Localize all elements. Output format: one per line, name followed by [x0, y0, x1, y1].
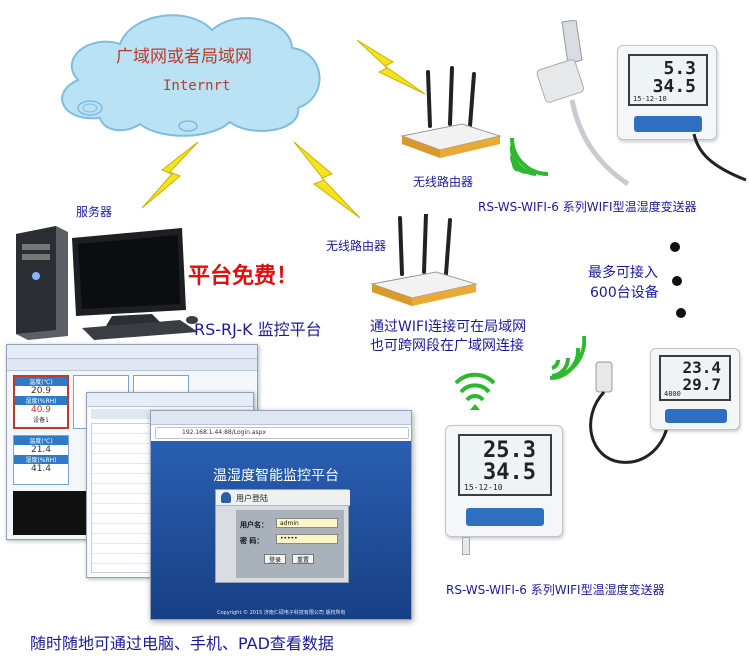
wifi-note-line2: 也可跨网段在广域网连接: [370, 338, 524, 354]
reading-label: 湿度(%RH): [14, 455, 68, 464]
window-titlebar: [7, 345, 257, 359]
device-top: 5.3 34.5 15-12-10: [617, 45, 717, 140]
humidity-value: 29.7: [682, 375, 721, 394]
probe-sensor: [536, 20, 630, 187]
login-footer: Copyright © 2015 济南仁硕电子科技有限公司 版权所有: [217, 610, 346, 616]
max-devices-line1: 最多可接入: [588, 265, 658, 281]
url-text: 192.168.1.44:88/Login.aspx: [182, 429, 267, 436]
device-bottom-caption: RS-WS-WIFI-6 系列WIFI型温湿度变送器: [446, 583, 665, 597]
login-form: 用户名： admin 密 码： ••••• 登录 重置: [236, 510, 344, 578]
router-mid: [370, 214, 478, 306]
ellipsis-dot: [676, 308, 686, 318]
platform-free-label: 平台免费！: [188, 264, 299, 289]
address-bar[interactable]: 192.168.1.44:88/Login.aspx: [155, 427, 409, 439]
reading-card: 温度(℃) 20.9 湿度(%RH) 40.9 设备1: [13, 375, 69, 429]
login-panel-header: 用户登陆: [216, 490, 350, 506]
reading-value: 21.4: [30, 445, 52, 455]
cloud-subtitle: Internrt: [163, 78, 231, 94]
device-cable: [692, 133, 747, 182]
login-panel: 用户登陆 用户名： admin 密 码： ••••• 登录 重置: [215, 489, 350, 583]
password-label: 密 码：: [240, 537, 264, 545]
reading-label: 湿度(%RH): [15, 396, 67, 405]
reading-value: 41.4: [30, 464, 52, 474]
wifi-icon: [509, 137, 549, 176]
login-panel-title: 用户登陆: [236, 494, 268, 503]
ellipsis-dot: [672, 276, 682, 286]
browser-titlebar: [151, 411, 411, 425]
cloud: [61, 14, 321, 137]
humidity-value: 34.5: [652, 76, 696, 97]
username-value: admin: [280, 520, 299, 527]
temp-value: 23.4: [682, 358, 721, 377]
user-icon: [221, 492, 231, 503]
date-value: 15-12-10: [464, 483, 503, 492]
cloud-title: 广域网或者局域网: [116, 47, 252, 67]
password-value: •••••: [280, 535, 298, 542]
login-browser-window[interactable]: 192.168.1.44:88/Login.aspx 温湿度智能监控平台 用户登…: [150, 410, 412, 620]
chart-panel: [13, 491, 93, 535]
bottom-caption: 随时随地可通过电脑、手机、PAD查看数据: [30, 634, 334, 653]
platform-name: RS-RJ-K 监控平台: [194, 320, 322, 339]
username-label: 用户名：: [240, 521, 268, 529]
login-page: 温湿度智能监控平台 用户登陆 用户名： admin 密 码： ••••• 登录 …: [151, 441, 411, 619]
device-tag: 设备1: [33, 417, 49, 424]
device-keypad: [634, 116, 702, 132]
router-top-label: 无线路由器: [413, 175, 474, 189]
probe-sensor: [589, 361, 670, 464]
toolbar: [7, 359, 257, 371]
device-keypad: [466, 508, 544, 526]
login-button[interactable]: 登录: [264, 554, 286, 564]
device-bottom: 25.3 34.5 15-12-10: [445, 425, 563, 537]
username-field[interactable]: admin: [276, 518, 338, 528]
date-value: 4800: [664, 390, 681, 398]
device-keypad: [665, 409, 727, 423]
wifi-note-line1: 通过WIFI连接可在局域网: [370, 319, 527, 335]
app-title: 温湿度智能监控平台: [213, 468, 339, 484]
date-value: 15-12-10: [633, 95, 667, 103]
server-label: 服务器: [76, 205, 113, 219]
humidity-value: 34.5: [483, 460, 536, 485]
ellipsis-dot: [670, 242, 680, 252]
wifi-icon: [455, 372, 495, 410]
reading-label: 温度(℃): [14, 436, 68, 445]
wifi-icon: [549, 335, 586, 380]
reading-card: 温度(℃) 21.4 湿度(%RH) 41.4: [13, 435, 69, 485]
router-top: [400, 66, 502, 158]
window-titlebar: [87, 393, 253, 407]
reading-label: 温度(℃): [15, 377, 67, 386]
device-right: 23.4 29.7 4800: [650, 348, 740, 430]
password-field[interactable]: •••••: [276, 534, 338, 544]
reset-button[interactable]: 重置: [292, 554, 314, 564]
router-mid-label: 无线路由器: [326, 239, 387, 253]
device-top-caption: RS-WS-WIFI-6 系列WIFI型温湿度变送器: [478, 200, 697, 214]
device-lcd: 25.3 34.5 15-12-10: [458, 434, 552, 496]
device-lcd: 23.4 29.7 4800: [659, 355, 731, 401]
device-lcd: 5.3 34.5 15-12-10: [628, 54, 708, 106]
lightning-icon: [141, 141, 199, 209]
lightning-icon: [356, 39, 426, 95]
temp-value: 5.3: [663, 58, 696, 79]
device-stem: [462, 537, 470, 555]
lightning-icon: [293, 141, 361, 219]
temp-value: 25.3: [483, 438, 536, 463]
reading-value: 20.9: [30, 386, 52, 396]
server-computer: [16, 226, 198, 340]
reading-value: 40.9: [30, 405, 52, 415]
max-devices-line2: 600台设备: [590, 285, 659, 301]
